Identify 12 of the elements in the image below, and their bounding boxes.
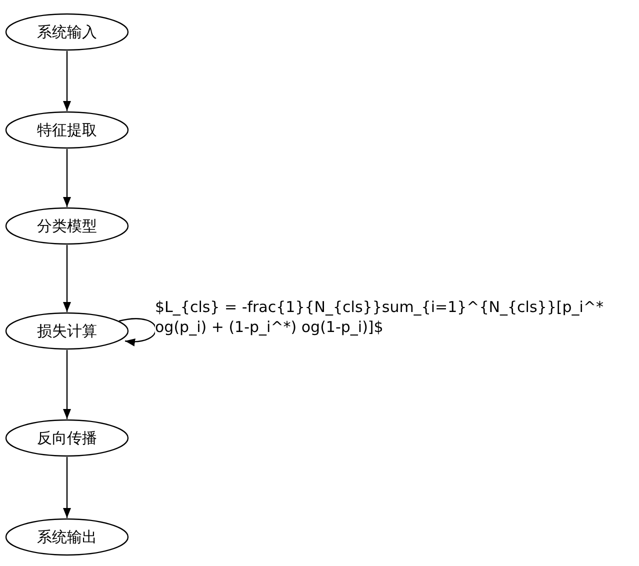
process-ellipse: 损失计算 xyxy=(5,312,129,350)
arrow xyxy=(63,51,71,111)
process-ellipse: 分类模型 xyxy=(5,207,129,245)
arrow xyxy=(63,457,71,518)
arrow xyxy=(63,245,71,312)
process-ellipse: 系统输入 xyxy=(5,13,129,51)
process-ellipse: 特征提取 xyxy=(5,111,129,149)
arrow xyxy=(63,350,71,419)
arrow xyxy=(63,149,71,207)
arrow xyxy=(118,318,156,346)
process-ellipse: 系统输出 xyxy=(5,518,129,556)
process-ellipse: 反向传播 xyxy=(5,419,129,457)
